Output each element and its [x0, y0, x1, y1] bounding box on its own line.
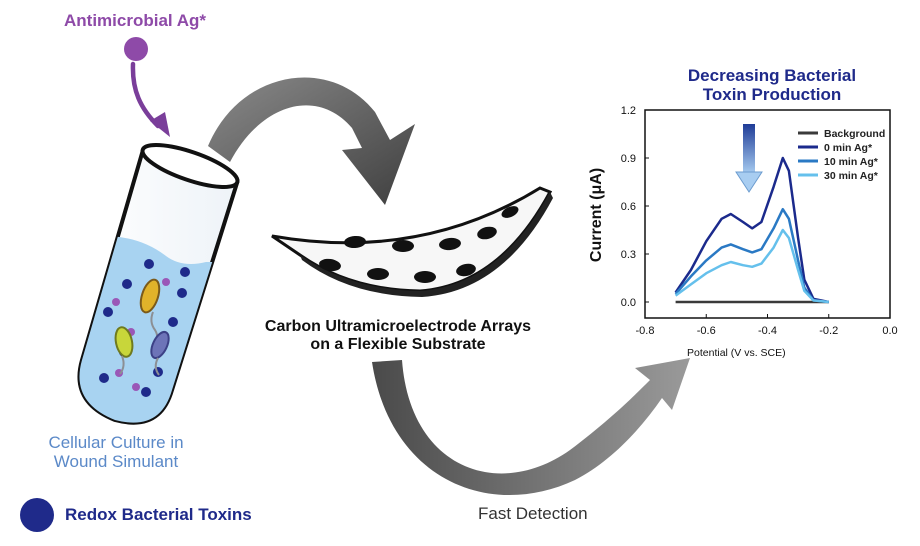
electrode-label-line-2: on a Flexible Substrate — [248, 336, 548, 354]
culture-label-line-1: Cellular Culture in — [16, 433, 216, 452]
antimicrobial-label: Antimicrobial Ag* — [64, 11, 206, 30]
chart-ylabel: Current (μA) — [588, 160, 606, 270]
chart-title-line-2: Toxin Production — [662, 85, 882, 104]
chart-title: Decreasing Bacterial Toxin Production — [662, 66, 882, 104]
fast-detection-label: Fast Detection — [478, 504, 588, 523]
chart-title-line-1: Decreasing Bacterial — [662, 66, 882, 85]
redox-legend-label: Redox Bacterial Toxins — [65, 505, 252, 524]
electrode-label-line-1: Carbon Ultramicroelectrode Arrays — [248, 318, 548, 336]
chart-xlabel: Potential (V vs. SCE) — [687, 348, 786, 360]
culture-label-line-2: Wound Simulant — [16, 452, 216, 471]
electrode-label: Carbon Ultramicroelectrode Arrays on a F… — [248, 318, 548, 354]
culture-label: Cellular Culture in Wound Simulant — [16, 433, 216, 471]
